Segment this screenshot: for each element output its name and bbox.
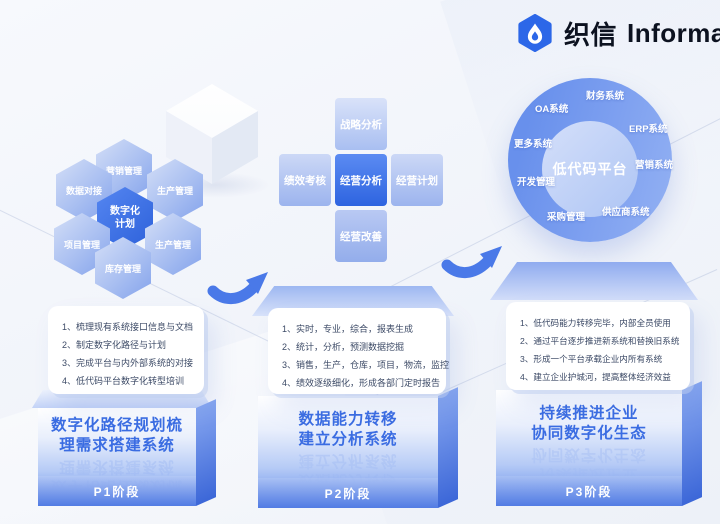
satellite-erp-system: ERP系统 xyxy=(629,124,668,135)
stage-label: P2阶段 xyxy=(324,486,372,501)
list-item: 1、实时，专业，综合，报表生成 xyxy=(282,324,414,334)
satellite-marketing-system: 营销系统 xyxy=(635,160,674,171)
satellite-procurement-management: 采购管理 xyxy=(547,212,586,223)
arrow-p2-to-p3-icon xyxy=(441,246,502,278)
square-label: 战略分析 xyxy=(340,118,382,131)
plus-cluster: 战略分析 绩效考核 经营分析 经营计划 经营改善 xyxy=(278,96,448,264)
podium-side-face xyxy=(196,399,216,506)
hex-label: 项目管理 xyxy=(63,239,100,250)
brand-hexagon-icon xyxy=(518,14,552,52)
satellite-supplier-system: 供应商系统 xyxy=(602,207,650,218)
podium-front-face: 数字化路径规划梳 理需求搭建系统 数字化路径规划梳 理需求搭建系统 P1阶段 xyxy=(38,408,196,506)
brand-logo: 织信 Informat xyxy=(516,14,720,52)
satellite-dev-management: 开发管理 xyxy=(517,177,556,188)
stage-label: P1阶段 xyxy=(93,484,141,499)
phase-1-title: 数字化路径规划梳 理需求搭建系统 xyxy=(38,416,196,456)
square-label: 经营分析 xyxy=(340,174,382,187)
podium-top-face xyxy=(32,390,212,408)
hex-label: 库存管理 xyxy=(104,263,141,274)
satellite-oa-system: OA系统 xyxy=(535,104,569,115)
satellite-more-systems: 更多系统 xyxy=(514,139,553,150)
list-item: 1、梳理现有系统接口信息与文档 xyxy=(62,322,194,332)
list-item: 4、建立企业护城河，提高整体经济效益 xyxy=(520,372,671,382)
arrow-p1-to-p2-icon xyxy=(207,272,268,304)
list-item: 3、完成平台与内外部系统的对接 xyxy=(62,358,194,368)
list-item: 2、统计，分析，预测数据挖掘 xyxy=(282,342,405,352)
brand-name-en: Informat xyxy=(627,17,720,48)
hex-label: 数据对接 xyxy=(65,185,102,196)
title-line: 持续推进企业 xyxy=(539,405,639,422)
hex-production-management-2: 生产管理 xyxy=(145,213,201,275)
phase-3-list: 1、低代码能力转移完毕，内部全员使用 2、通过平台逐步推进新系统和替换旧系统 3… xyxy=(520,314,680,386)
phase-3-card: 1、低代码能力转移完毕，内部全员使用 2、通过平台逐步推进新系统和替换旧系统 3… xyxy=(506,302,690,390)
title-line-reflect: 理需求搭建系统 xyxy=(59,458,175,475)
phase-3: 1、低代码能力转移完毕，内部全员使用 2、通过平台逐步推进新系统和替换旧系统 3… xyxy=(490,262,704,512)
title-line-reflect: 建立分析系统 xyxy=(298,452,398,469)
title-line: 理需求搭建系统 xyxy=(59,437,175,454)
stage-band: P1阶段 xyxy=(38,476,196,506)
list-item: 2、通过平台逐步推进新系统和替换旧系统 xyxy=(520,336,680,346)
square-performance-review: 绩效考核 xyxy=(279,154,331,206)
stage-label: P3阶段 xyxy=(565,484,613,499)
podium-top-face xyxy=(490,262,698,300)
phase-2-list: 1、实时，专业，综合，报表生成 2、统计，分析，预测数据挖掘 3、销售，生产，仓… xyxy=(282,320,450,392)
hex-label: 营销管理 xyxy=(105,165,142,176)
hex-label: 生产管理 xyxy=(156,185,193,196)
phase-1-list: 1、梳理现有系统接口信息与文档 2、制定数字化路径与计划 3、完成平台与内外部系… xyxy=(62,318,194,390)
square-label: 经营改善 xyxy=(340,230,382,243)
phase-1-card: 1、梳理现有系统接口信息与文档 2、制定数字化路径与计划 3、完成平台与内外部系… xyxy=(48,306,204,394)
title-line: 数据能力转移 xyxy=(298,411,398,428)
podium-side-face xyxy=(682,381,702,506)
brand-name-cn: 织信 xyxy=(564,19,618,50)
phase-3-title: 持续推进企业 协同数字化生态 xyxy=(496,404,682,444)
hex-cluster: 营销管理 数据对接 生产管理 数字化 计划 项目管理 生产管理 库存管理 xyxy=(50,135,230,305)
phase-2: 1、实时，专业，综合，报表生成 2、统计，分析，预测数据挖掘 3、销售，生产，仓… xyxy=(250,286,460,518)
title-line: 协同数字化生态 xyxy=(531,425,647,442)
list-item: 3、销售，生产，仓库，项目，物流，监控 xyxy=(282,360,450,370)
title-line: 数字化路径规划梳 xyxy=(50,417,183,434)
platform-ring: 低代码平台 财务系统 OA系统 ERP系统 更多系统 营销系统 开发管理 供应商… xyxy=(500,72,695,248)
list-item: 1、低代码能力转移完毕，内部全员使用 xyxy=(520,318,671,328)
hex-center-label: 数字化 计划 xyxy=(110,206,140,230)
square-label: 经营计划 xyxy=(396,174,438,187)
stage-band: P3阶段 xyxy=(496,476,682,506)
podium-side-face xyxy=(438,387,458,508)
podium-front-face: 数据能力转移 建立分析系统 数据能力转移 建立分析系统 P2阶段 xyxy=(258,396,438,508)
hex-production-management: 生产管理 xyxy=(147,159,203,221)
ring-center-label: 低代码平台 xyxy=(552,161,628,177)
square-business-improvement: 经营改善 xyxy=(335,210,387,262)
phase-2-title: 数据能力转移 建立分析系统 xyxy=(258,410,438,450)
square-business-analysis-center: 经营分析 xyxy=(335,154,387,206)
phase-2-card: 1、实时，专业，综合，报表生成 2、统计，分析，预测数据挖掘 3、销售，生产，仓… xyxy=(268,308,450,394)
podium-front-face: 持续推进企业 协同数字化生态 持续推进企业 协同数字化生态 P3阶段 xyxy=(496,390,682,506)
stage-band: P2阶段 xyxy=(258,478,438,508)
square-strategy-analysis: 战略分析 xyxy=(335,98,387,150)
title-line: 建立分析系统 xyxy=(298,431,398,448)
list-item: 4、绩效逐级细化，形成各部门定时报告 xyxy=(282,378,441,388)
ring-center: 低代码平台 xyxy=(542,121,638,217)
square-label: 绩效考核 xyxy=(284,174,326,187)
decor-cube xyxy=(166,84,258,184)
title-line-reflect: 协同数字化生态 xyxy=(531,446,647,463)
phase-1: 1、梳理现有系统接口信息与文档 2、制定数字化路径与计划 3、完成平台与内外部系… xyxy=(30,298,218,516)
satellite-finance-system: 财务系统 xyxy=(586,91,625,102)
square-business-plan: 经营计划 xyxy=(391,154,443,206)
list-item: 2、制定数字化路径与计划 xyxy=(62,340,167,350)
hex-label: 生产管理 xyxy=(154,239,191,250)
list-item: 4、低代码平台数字化转型培训 xyxy=(62,376,185,386)
list-item: 3、形成一个平台承载企业内所有系统 xyxy=(520,354,663,364)
